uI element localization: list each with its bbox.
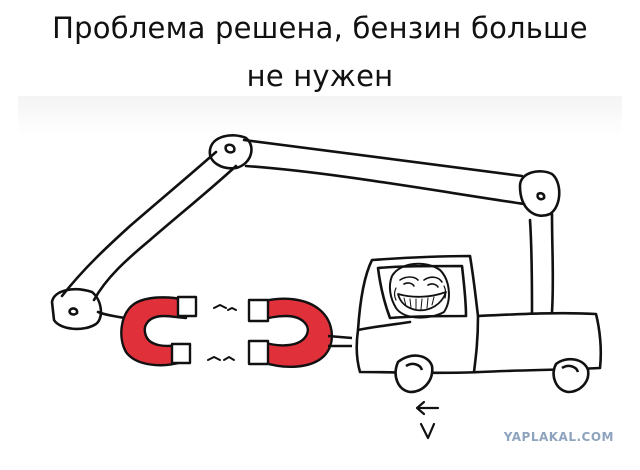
meme-caption: Проблема решена, бензин больше не нужен: [0, 4, 640, 100]
paper-shade: [18, 96, 622, 136]
v-mark-icon: [419, 422, 436, 440]
left-magnet-icon: [120, 295, 198, 367]
right-magnet-icon: [247, 297, 333, 368]
caption-line-2: не нужен: [246, 59, 394, 93]
left-joint: [50, 288, 103, 331]
magnet-field-lines: [207, 303, 237, 361]
rear-wheel: [552, 357, 590, 394]
left-magnet-arm: [96, 310, 126, 320]
elbow-joint: [208, 134, 253, 170]
crane-lower-boom: [60, 150, 238, 302]
crane-upper-boom: [242, 138, 526, 206]
truck-bumper: [327, 334, 353, 348]
site-watermark: YAPLAKAL.COM: [503, 430, 614, 444]
caption-line-1: Проблема решена, бензин больше: [52, 11, 588, 45]
arrow-left-icon: [415, 400, 440, 416]
right-joint: [518, 170, 561, 217]
trollface-icon: [388, 262, 450, 319]
front-wheel: [394, 354, 434, 394]
crane-mast: [528, 212, 555, 314]
